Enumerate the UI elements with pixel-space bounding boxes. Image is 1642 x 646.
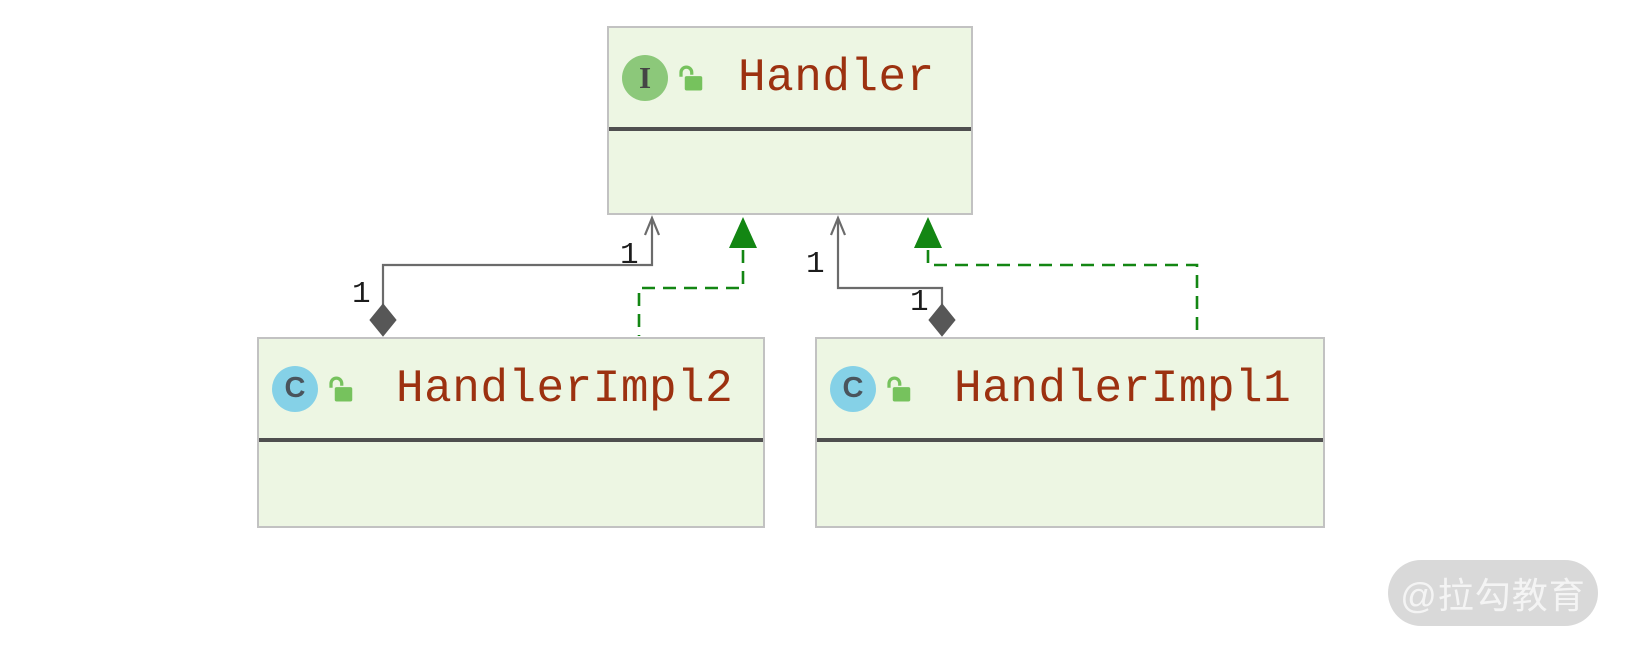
node-header: C HandlerImpl1 xyxy=(817,339,1323,438)
node-name: Handler xyxy=(738,51,935,104)
realization-edge-handlerimpl2[interactable] xyxy=(637,217,757,336)
aggregation-edge-handlerimpl1[interactable]: 1 1 xyxy=(806,215,956,337)
multiplicity-label: 1 xyxy=(352,277,371,312)
multiplicity-label: 1 xyxy=(910,285,929,320)
interface-badge-letter: I xyxy=(638,60,652,95)
aggregation-edge-handlerimpl2[interactable]: 1 1 xyxy=(352,215,661,337)
class-icon: C xyxy=(830,365,876,412)
class-badge-letter: C xyxy=(842,372,864,404)
node-handler[interactable]: I Handler xyxy=(607,26,973,215)
realization-edge-handlerimpl1[interactable] xyxy=(914,217,1199,336)
interface-icon: I xyxy=(622,54,668,101)
node-name: HandlerImpl1 xyxy=(954,362,1292,415)
node-header: I Handler xyxy=(609,28,971,127)
class-icon: C xyxy=(272,365,318,412)
node-members-section xyxy=(609,131,971,213)
node-handlerimpl1[interactable]: C HandlerImpl1 xyxy=(815,337,1325,528)
watermark-text: @拉勾教育 xyxy=(1400,575,1586,616)
node-name: HandlerImpl2 xyxy=(396,362,734,415)
multiplicity-label: 1 xyxy=(806,247,825,282)
unlocked-icon xyxy=(679,65,703,90)
multiplicity-label: 1 xyxy=(620,238,639,273)
node-divider xyxy=(609,127,971,131)
unlocked-icon xyxy=(329,376,353,401)
class-badge-letter: C xyxy=(284,372,306,404)
watermark-badge: @拉勾教育 xyxy=(1388,560,1598,626)
unlocked-icon xyxy=(887,376,911,401)
node-members-section xyxy=(259,442,763,526)
node-divider xyxy=(259,438,763,442)
node-handlerimpl2[interactable]: C HandlerImpl2 xyxy=(257,337,765,528)
node-header: C HandlerImpl2 xyxy=(259,339,763,438)
node-members-section xyxy=(817,442,1323,526)
node-divider xyxy=(817,438,1323,442)
